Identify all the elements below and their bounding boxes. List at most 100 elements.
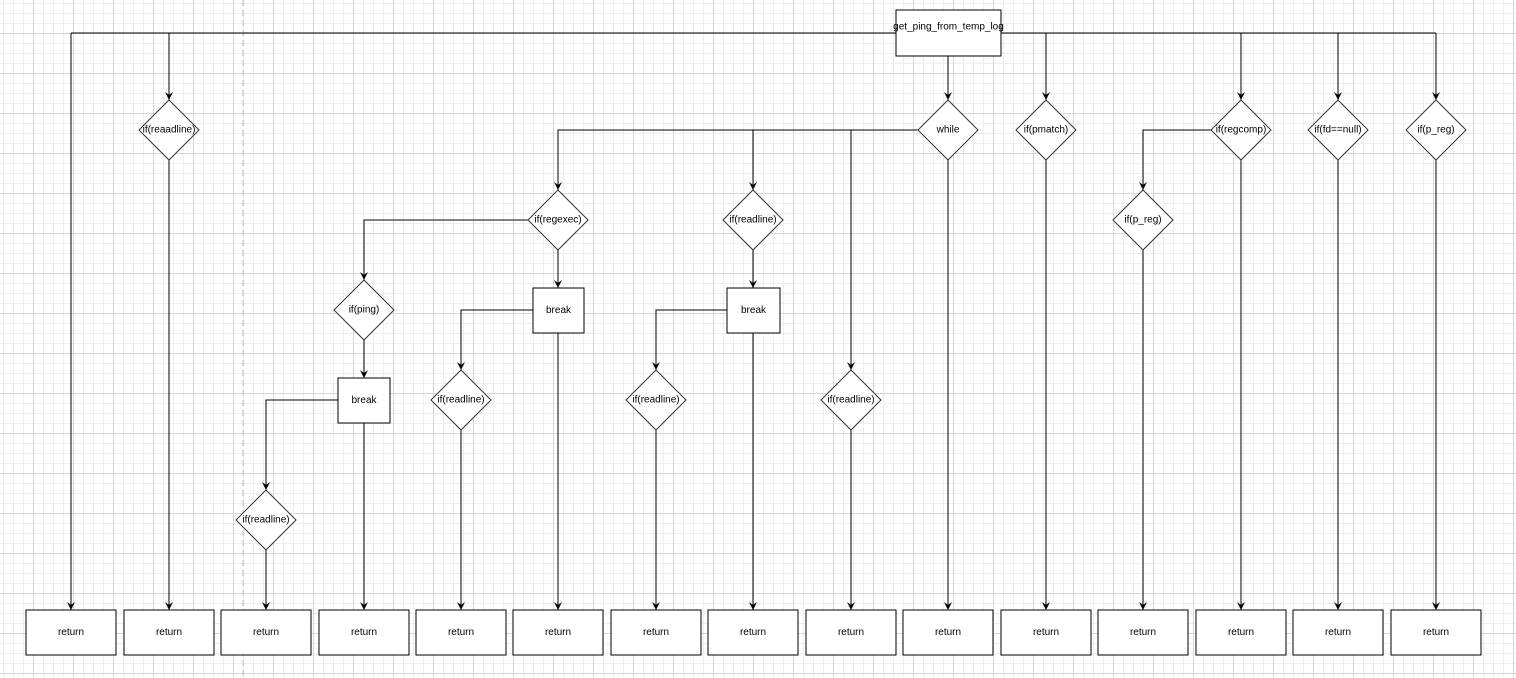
return-box[interactable]: return — [318, 609, 410, 656]
arrow-head-icon — [554, 602, 562, 610]
decision-d-preg[interactable]: if(p_reg) — [1405, 99, 1467, 161]
return-box-label: return — [156, 627, 182, 638]
return-box-label: return — [448, 627, 474, 638]
decision-shape — [138, 99, 200, 161]
root-function-box-label: get_ping_from_temp_log — [893, 22, 1004, 33]
connector-edge — [655, 309, 727, 370]
return-box-label: return — [1130, 627, 1156, 638]
return-box-shape — [123, 609, 215, 656]
decision-d-readline-mid[interactable]: if(readline) — [722, 189, 784, 251]
return-box[interactable]: return — [415, 609, 507, 656]
break-box-shape — [337, 377, 391, 424]
arrow-head-icon — [262, 482, 270, 490]
connector-edge — [265, 399, 338, 490]
decision-label: if(p_reg) — [1124, 215, 1161, 226]
decision-label: if(p_reg) — [1417, 125, 1454, 136]
return-box[interactable]: return — [1195, 609, 1287, 656]
decision-label: if(fd==null) — [1314, 125, 1361, 136]
arrow-head-icon — [749, 280, 757, 288]
break-box-shape — [726, 287, 781, 334]
decision-d-pmatch[interactable]: if(pmatch) — [1015, 99, 1077, 161]
decision-d-fdnull[interactable]: if(fd==null) — [1307, 99, 1369, 161]
return-box[interactable]: return — [1390, 609, 1482, 656]
return-box[interactable]: return — [805, 609, 897, 656]
root-function-box[interactable]: get_ping_from_temp_log — [893, 9, 1004, 57]
decision-shape — [722, 189, 784, 251]
break-box[interactable]: break — [726, 287, 781, 334]
nodes: get_ping_from_temp_log if(reaadline) while… — [25, 9, 1482, 656]
decision-label: if(readline) — [729, 215, 776, 226]
decision-label: if(readline) — [437, 395, 484, 406]
break-box[interactable]: break — [337, 377, 391, 424]
break-box-label: break — [546, 305, 572, 316]
return-box-label: return — [740, 627, 766, 638]
decision-d-regexec[interactable]: if(regexec) — [527, 189, 589, 251]
break-box-label: break — [741, 305, 767, 316]
arrow-head-icon — [360, 272, 368, 280]
edges — [67, 32, 1440, 610]
decision-shape — [917, 99, 979, 161]
decision-label: if(readline) — [632, 395, 679, 406]
decision-shape — [1015, 99, 1077, 161]
return-box[interactable]: return — [123, 609, 215, 656]
decision-shape — [820, 369, 882, 431]
return-box-shape — [610, 609, 702, 656]
arrow-head-icon — [749, 182, 757, 190]
return-box[interactable]: return — [220, 609, 312, 656]
arrow-head-icon — [847, 602, 855, 610]
decision-shape — [1307, 99, 1369, 161]
arrow-head-icon — [1432, 602, 1440, 610]
return-box-label: return — [1325, 627, 1351, 638]
arrow-head-icon — [1042, 92, 1050, 100]
decision-d-ping[interactable]: if(ping) — [333, 279, 395, 341]
break-box-shape — [532, 287, 585, 334]
decision-d-preg2[interactable]: if(p_reg) — [1112, 189, 1174, 251]
decision-label: if(ping) — [349, 305, 380, 316]
return-box[interactable]: return — [707, 609, 799, 656]
return-box-shape — [220, 609, 312, 656]
arrow-head-icon — [457, 602, 465, 610]
arrow-head-icon — [1237, 92, 1245, 100]
arrow-head-icon — [554, 182, 562, 190]
return-box[interactable]: return — [1097, 609, 1189, 656]
return-box-label: return — [1033, 627, 1059, 638]
decision-d-readline-a[interactable]: if(readline) — [235, 489, 297, 551]
decision-d-readline-d[interactable]: if(readline) — [820, 369, 882, 431]
arrow-head-icon — [652, 362, 660, 370]
decision-label: if(reaadline) — [143, 125, 196, 136]
return-box-shape — [1390, 609, 1482, 656]
arrow-head-icon — [1139, 602, 1147, 610]
decision-shape — [333, 279, 395, 341]
return-box-shape — [1097, 609, 1189, 656]
return-box-shape — [1195, 609, 1287, 656]
decision-shape — [1405, 99, 1467, 161]
decision-shape — [1210, 99, 1272, 161]
return-box[interactable]: return — [902, 609, 994, 656]
decision-d-readline-left[interactable]: if(reaadline) — [138, 99, 200, 161]
return-box[interactable]: return — [1292, 609, 1384, 656]
decision-d-while[interactable]: while — [917, 99, 979, 161]
root-function-box-shape — [895, 9, 1002, 57]
decision-d-regcomp[interactable]: if(regcomp) — [1210, 99, 1272, 161]
arrow-head-icon — [1139, 182, 1147, 190]
return-box[interactable]: return — [610, 609, 702, 656]
decision-d-readline-c[interactable]: if(readline) — [625, 369, 687, 431]
return-box-shape — [318, 609, 410, 656]
decision-d-readline-b[interactable]: if(readline) — [430, 369, 492, 431]
return-box[interactable]: return — [25, 609, 117, 656]
decision-shape — [430, 369, 492, 431]
arrow-head-icon — [554, 280, 562, 288]
return-box-label: return — [58, 627, 84, 638]
return-box-label: return — [838, 627, 864, 638]
arrow-head-icon — [360, 370, 368, 378]
arrow-head-icon — [1042, 602, 1050, 610]
return-box[interactable]: return — [1000, 609, 1092, 656]
return-box-shape — [1000, 609, 1092, 656]
break-box[interactable]: break — [532, 287, 585, 334]
return-box-label: return — [253, 627, 279, 638]
return-box[interactable]: return — [512, 609, 604, 656]
return-box-label: return — [545, 627, 571, 638]
arrow-head-icon — [944, 602, 952, 610]
